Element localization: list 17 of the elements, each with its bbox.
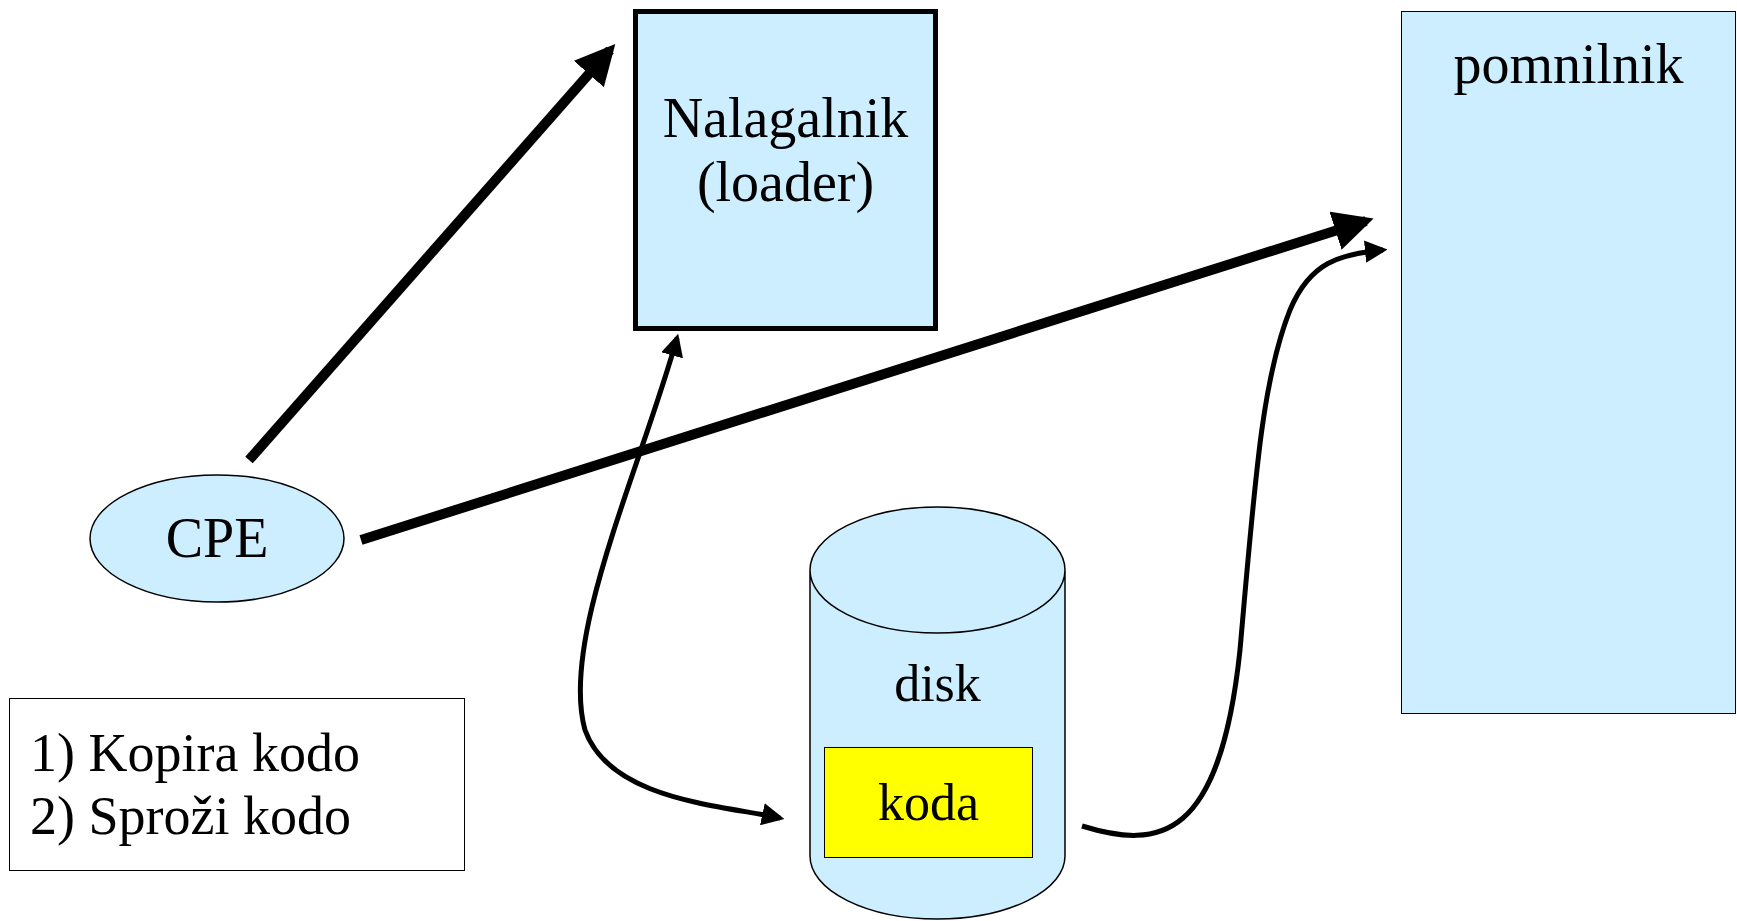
cpu-ellipse [89, 474, 345, 603]
arrow [578, 333, 785, 826]
arrow [1081, 240, 1388, 838]
code-box [824, 747, 1033, 858]
memory-box [1401, 11, 1736, 714]
process-box [633, 9, 938, 331]
node-label: pomnilnik [1453, 32, 1684, 97]
node-label: disk [894, 654, 981, 714]
node-label: Nalagalnik (loader) [661, 85, 910, 215]
legend-item: 1) Kopira kodo [30, 722, 360, 785]
node-label: CPE [165, 506, 269, 571]
node-label: koda [877, 772, 980, 833]
arrow [359, 211, 1374, 545]
disk-cylinder [809, 506, 1066, 920]
arrow [245, 44, 616, 464]
legend-item: 2) Sproži kodo [30, 784, 351, 847]
legend-box [9, 698, 465, 871]
